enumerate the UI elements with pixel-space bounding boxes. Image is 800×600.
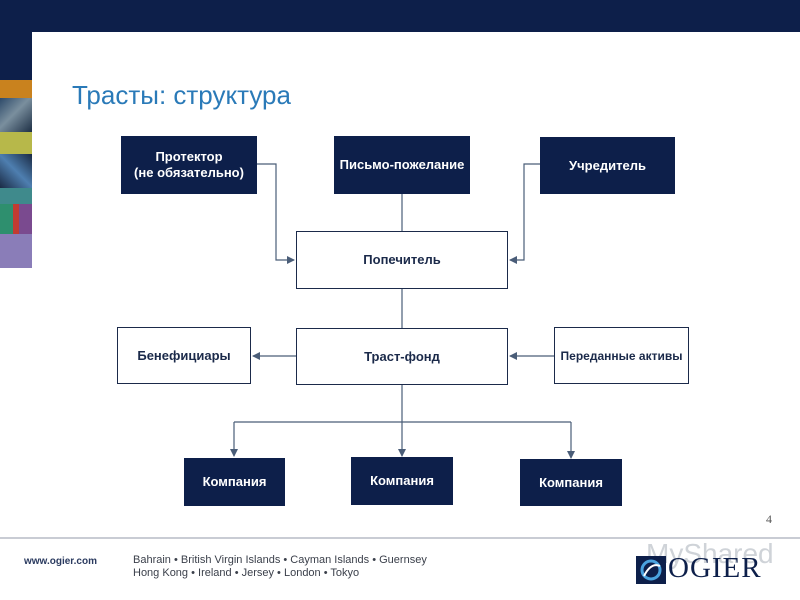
footer-locations: Bahrain • British Virgin Islands • Cayma… <box>133 554 427 580</box>
photo-strip-image <box>0 80 32 268</box>
watermark-text: MyShared <box>646 538 774 569</box>
connector-settlor-to-trustee <box>509 163 540 264</box>
transferred-assets-box: Переданные активы <box>554 327 689 384</box>
trustee-box: Попечитель <box>296 231 508 289</box>
slide-title: Трасты: структура <box>72 80 291 110</box>
left-header-bar <box>0 32 32 80</box>
settlor-box: Учредитель <box>540 137 675 194</box>
footer-website-link[interactable]: www.ogier.com <box>24 556 97 567</box>
footer-locations-line-2: Hong Kong • Ireland • Jersey • London • … <box>133 567 360 579</box>
ogier-logo-icon <box>636 556 666 584</box>
transferred-assets-label: Переданные активы <box>560 348 683 363</box>
ogier-logo-text: OGIER <box>668 552 762 584</box>
footer-divider <box>0 537 800 539</box>
trust-fund-label: Траст-фонд <box>364 348 440 364</box>
company-box-2: Компания <box>351 457 453 505</box>
company-box-1: Компания <box>184 458 285 506</box>
connector-protector-to-trustee <box>256 163 295 264</box>
company-label-3: Компания <box>539 474 603 490</box>
trustee-label: Попечитель <box>363 252 441 267</box>
top-header-bar <box>0 0 800 32</box>
page-number: 4 <box>766 512 772 526</box>
company-box-3: Компания <box>520 459 622 506</box>
trust-fund-box: Траст-фонд <box>296 328 508 385</box>
company-label-2: Компания <box>370 473 434 488</box>
protector-box: Протектор (не обязательно) <box>121 136 257 194</box>
protector-label: Протектор <box>155 149 223 164</box>
footer-locations-line-1: Bahrain • British Virgin Islands • Cayma… <box>133 554 427 566</box>
letter-of-wishes-label: Письмо-пожелание <box>339 157 465 172</box>
beneficiaries-box: Бенефициары <box>117 327 251 384</box>
company-label-1: Компания <box>202 474 267 489</box>
settlor-label: Учредитель <box>569 157 646 173</box>
beneficiaries-label: Бенефициары <box>137 347 231 363</box>
protector-note: (не обязательно) <box>134 165 244 180</box>
letter-of-wishes-box: Письмо-пожелание <box>334 136 470 194</box>
